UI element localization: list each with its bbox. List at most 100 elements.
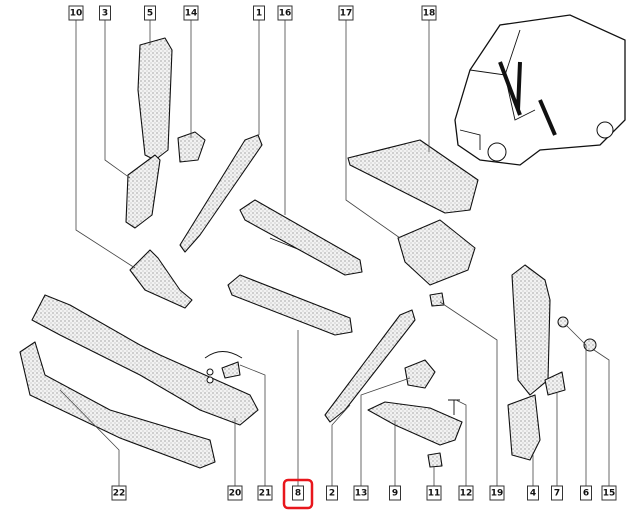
part-16-upper-rail — [239, 199, 363, 276]
part-4-c-pillar-trim — [507, 264, 551, 461]
part-6-clip — [557, 316, 569, 328]
callout-number: 15 — [603, 489, 616, 499]
callout-number: 10 — [70, 9, 83, 19]
leader-line-15 — [593, 349, 610, 486]
callout-box — [277, 5, 293, 21]
callout-box — [253, 5, 265, 21]
callout-5[interactable]: 5 — [144, 5, 156, 21]
callout-box — [601, 485, 617, 501]
callout-number: 13 — [355, 489, 368, 499]
part-2-b-pillar-lower — [324, 309, 416, 423]
callout-number: 7 — [554, 489, 560, 499]
callout-box — [99, 5, 111, 21]
callout-16[interactable]: 16 — [277, 5, 293, 21]
callout-number: 20 — [229, 489, 242, 499]
part-12-screw — [448, 399, 460, 415]
callout-14[interactable]: 14 — [183, 5, 199, 21]
part-14-clip-bracket — [177, 131, 206, 163]
callout-box — [144, 5, 156, 21]
part-1-a-pillar-trim — [179, 134, 263, 253]
part-20-sill-trim — [31, 294, 259, 426]
callout-box — [338, 5, 354, 21]
leader-line-22 — [59, 389, 120, 486]
callout-number: 9 — [392, 489, 398, 499]
leader-lines — [59, 20, 610, 486]
part-9-step-trim — [367, 401, 463, 446]
part-11-clip — [427, 452, 443, 468]
callout-8[interactable]: 8 — [282, 478, 314, 510]
callout-box — [353, 485, 369, 501]
callout-22[interactable]: 22 — [111, 485, 127, 501]
part-19-clip — [429, 292, 445, 307]
callout-9[interactable]: 9 — [389, 485, 401, 501]
highlight-box — [282, 478, 314, 510]
callout-labels: 10 3 5 14 1 16 17 18 22 20 21 8 2 13 9 11 12 19 4 7 6 15 — [68, 5, 617, 510]
leader-line-19 — [439, 301, 498, 486]
callout-1[interactable]: 1 — [253, 5, 265, 21]
callout-box — [421, 5, 437, 21]
part-5-upper-b-pillar — [137, 37, 173, 161]
callout-18[interactable]: 18 — [421, 5, 437, 21]
callout-number: 6 — [583, 489, 589, 499]
leader-line-2 — [331, 404, 351, 486]
callout-19[interactable]: 19 — [489, 485, 505, 501]
part-7-small-cover — [544, 371, 566, 396]
callout-11[interactable]: 11 — [426, 485, 442, 501]
callout-number: 12 — [460, 489, 473, 499]
leader-line-12 — [455, 399, 467, 486]
leader-line-6 — [565, 324, 587, 486]
callout-box — [292, 485, 304, 501]
callout-4[interactable]: 4 — [527, 485, 539, 501]
callout-17[interactable]: 17 — [338, 5, 354, 21]
callout-7[interactable]: 7 — [551, 485, 563, 501]
callout-6[interactable]: 6 — [580, 485, 592, 501]
callout-number: 5 — [147, 9, 153, 19]
part-8-lower-rail — [227, 274, 353, 336]
callout-2[interactable]: 2 — [326, 485, 338, 501]
callout-box — [227, 485, 243, 501]
callout-box — [527, 485, 539, 501]
callout-number: 1 — [256, 9, 262, 19]
leader-line-17 — [345, 20, 401, 239]
callout-number: 8 — [295, 489, 301, 499]
callout-number: 11 — [428, 489, 441, 499]
part-17-storage-tray — [397, 219, 476, 286]
callout-12[interactable]: 12 — [458, 485, 474, 501]
callout-box — [551, 485, 563, 501]
part-21-clip-set — [204, 351, 243, 384]
callout-20[interactable]: 20 — [227, 485, 243, 501]
callout-box — [257, 485, 273, 501]
part-22-step-sill — [19, 341, 216, 469]
callout-number: 19 — [491, 489, 504, 499]
callout-21[interactable]: 21 — [257, 485, 273, 501]
callout-number: 17 — [340, 9, 353, 19]
leader-line-10 — [75, 20, 136, 269]
callout-box — [580, 485, 592, 501]
leader-line-3 — [104, 20, 131, 179]
callout-box — [489, 485, 505, 501]
callout-10[interactable]: 10 — [68, 5, 84, 21]
callout-box — [458, 485, 474, 501]
callout-number: 2 — [329, 489, 335, 499]
callout-number: 14 — [185, 9, 198, 19]
callout-number: 16 — [279, 9, 292, 19]
part-18-floor-panel — [347, 139, 479, 214]
callout-number: 22 — [113, 489, 126, 499]
callout-13[interactable]: 13 — [353, 485, 369, 501]
callout-box — [326, 485, 338, 501]
part-10-trim-piece — [129, 249, 193, 309]
callout-box — [183, 5, 199, 21]
callout-box — [68, 5, 84, 21]
callout-box — [426, 485, 442, 501]
callout-box — [111, 485, 127, 501]
callout-number: 3 — [102, 9, 108, 19]
callout-15[interactable]: 15 — [601, 485, 617, 501]
part-13-bracket — [404, 359, 436, 389]
callout-box — [389, 485, 401, 501]
part-3-pillar-trim — [125, 154, 161, 229]
callout-number: 4 — [530, 489, 536, 499]
callout-3[interactable]: 3 — [99, 5, 111, 21]
leader-line-13 — [360, 377, 411, 486]
van-illustration — [454, 14, 626, 166]
